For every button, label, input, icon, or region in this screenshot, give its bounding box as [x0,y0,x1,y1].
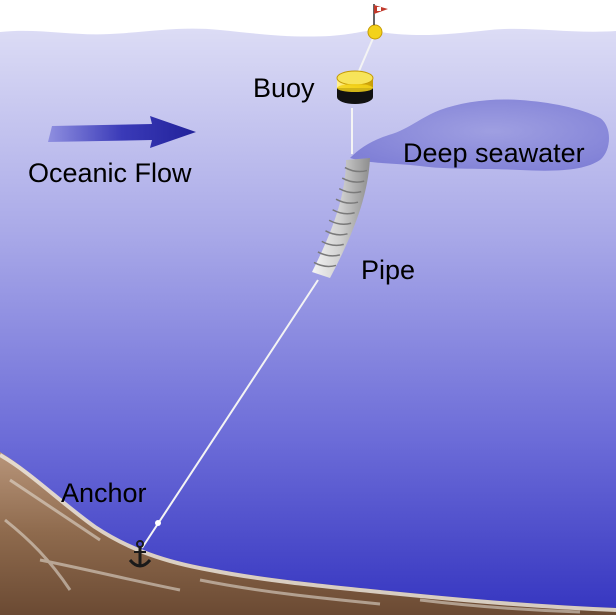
pipe-ring [332,209,355,215]
seabed-texture [4,478,581,614]
pipe-ring [328,219,352,226]
flag-icon [373,4,388,25]
buoy [336,70,374,104]
seabed [0,452,616,615]
buoy-label: Buoy [253,73,315,103]
pipe-label: Pipe [361,255,416,285]
deep-seawater-plume [350,99,609,171]
pipe-rings [313,166,368,268]
ocean-water [0,28,616,615]
anchor-label: Anchor [61,478,147,508]
oceanic-flow-label: Oceanic Flow [28,158,192,188]
arrow-right-icon [48,116,196,148]
pipe-ring [338,187,362,194]
seabed-highlight [0,453,616,612]
line-joint [155,520,161,526]
pipe [312,158,370,278]
pipe-ring [344,166,368,173]
pipe-ring [325,230,348,236]
pipe-ring [321,240,344,247]
pipe-ring [335,198,359,204]
mooring-line [141,279,319,549]
deep-seawater-label: Deep seawater [403,138,585,168]
pipe-ring [317,251,341,257]
surface-float [367,24,383,40]
anchor-icon [128,540,152,568]
pipe-ring [341,177,365,183]
pipe-ring [313,261,337,268]
